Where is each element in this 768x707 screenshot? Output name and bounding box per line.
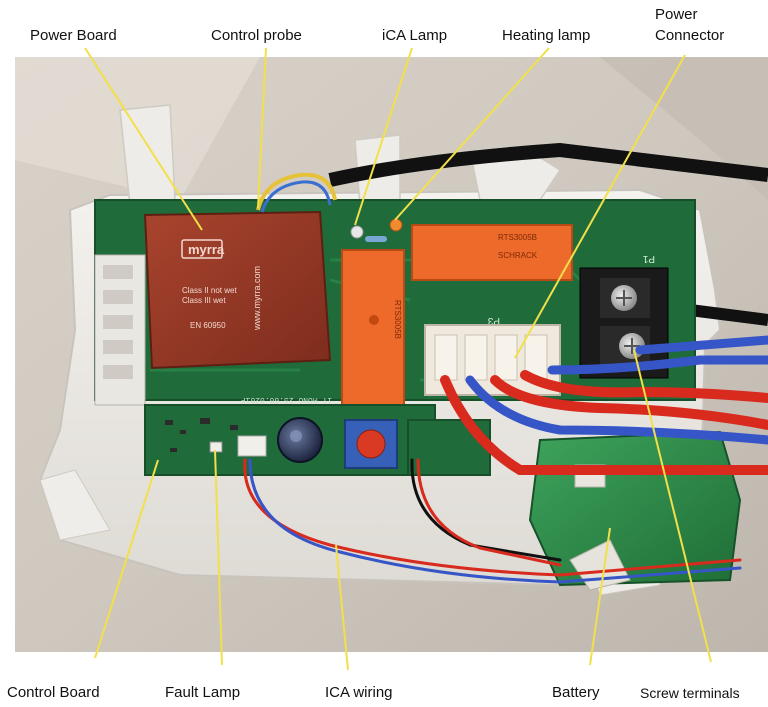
transformer: myrra Class II not wet Class III wet EN … bbox=[143, 210, 332, 370]
transformer-standard: EN 60950 bbox=[190, 321, 226, 330]
label-screw-terminals: Screw terminals bbox=[640, 685, 740, 701]
horizontal-relay: RTS3005B SCHRACK bbox=[411, 224, 573, 281]
relay-top-marking: RTS3005B bbox=[498, 233, 537, 242]
transformer-class-line2: Class III wet bbox=[182, 296, 226, 305]
pcb-label-p3: P3 bbox=[487, 315, 500, 326]
callout-line-fault-lamp bbox=[214, 449, 223, 666]
relay-brand: SCHRACK bbox=[498, 251, 538, 260]
callout-line-power-board bbox=[84, 47, 203, 231]
screw-terminal-block bbox=[579, 267, 669, 379]
label-control-board: Control Board bbox=[7, 684, 100, 701]
label-battery: Battery bbox=[552, 684, 600, 701]
resistor bbox=[365, 236, 387, 242]
label-ica-lamp: iCA Lamp bbox=[382, 27, 448, 44]
label-control-probe: Control probe bbox=[211, 27, 302, 44]
label-power-board: Power Board bbox=[30, 27, 117, 44]
callout-lines bbox=[84, 47, 712, 671]
transformer-brand: myrra bbox=[188, 242, 225, 257]
black-cable bbox=[328, 142, 768, 187]
callout-line-screw-terminals bbox=[633, 349, 712, 663]
callout-line-ica-wiring bbox=[335, 544, 349, 671]
control-probe-wire bbox=[256, 172, 337, 211]
left-terminal-strip bbox=[94, 254, 146, 406]
ica-lamp-led bbox=[350, 225, 364, 239]
callout-line-power-connector bbox=[514, 54, 686, 359]
ica-wires bbox=[243, 458, 742, 584]
callout-line-heating-lamp bbox=[394, 47, 550, 221]
battery-pack bbox=[528, 430, 742, 591]
black-cable-lower bbox=[689, 304, 768, 326]
background-cloth-shadow bbox=[600, 57, 768, 200]
label-power-connector-line1: Power bbox=[655, 6, 698, 23]
callout-line-control-probe bbox=[257, 47, 267, 209]
power-wires bbox=[440, 335, 768, 475]
callout-line-control-board bbox=[94, 459, 159, 659]
ica-wiring-connector bbox=[237, 435, 267, 457]
transformer-website: www.myrra.com bbox=[252, 266, 262, 331]
pcb-label-p1: P1 bbox=[642, 253, 655, 264]
transformer-class-line1: Class II not wet bbox=[182, 286, 237, 295]
label-power-connector-line2: Connector bbox=[655, 27, 725, 44]
callout-line-battery bbox=[589, 527, 611, 666]
heating-lamp-led bbox=[389, 218, 403, 232]
callout-line-ica-lamp bbox=[354, 47, 413, 226]
control-probe-wire-blue bbox=[260, 180, 332, 213]
label-fault-lamp: Fault Lamp bbox=[165, 684, 241, 701]
label-heating-lamp: Heating lamp bbox=[502, 27, 591, 44]
smd-components bbox=[165, 418, 238, 452]
label-ica-wiring: ICA wiring bbox=[325, 684, 393, 701]
board-marking: IT MONO 25.60.0201F bbox=[241, 395, 332, 404]
relay-side-marking: RTS3005B bbox=[393, 300, 402, 339]
vertical-relay: RTS3005B bbox=[341, 249, 405, 411]
